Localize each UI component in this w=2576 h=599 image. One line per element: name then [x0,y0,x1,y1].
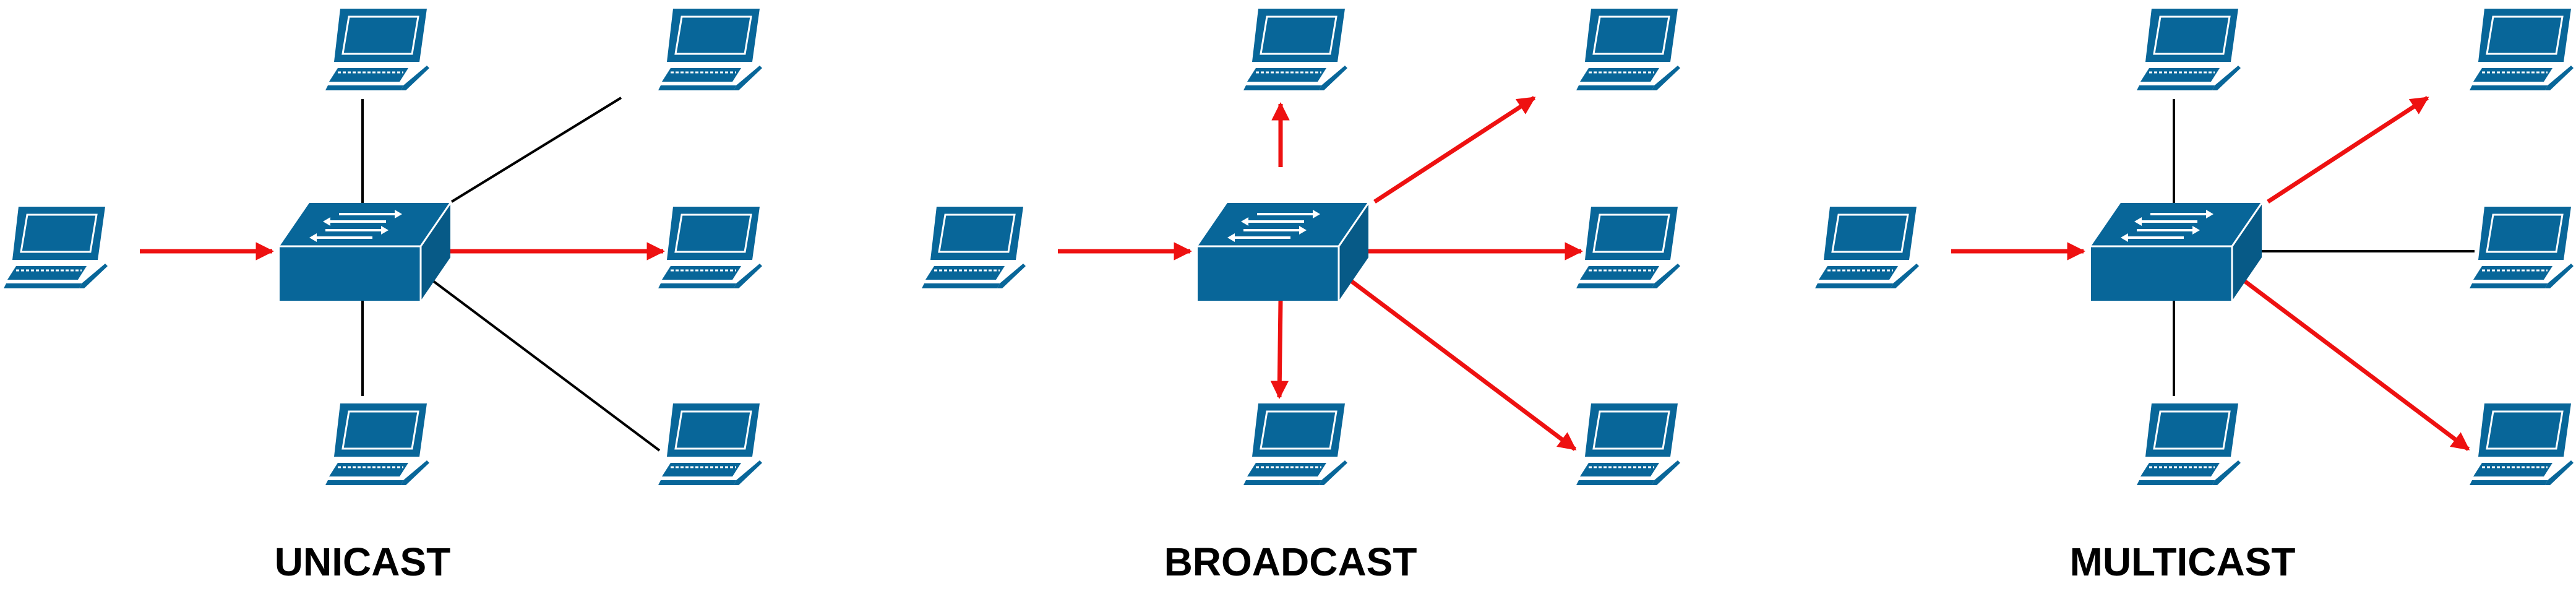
laptop-icon [2137,9,2241,90]
laptop-icon [325,9,429,90]
links [140,97,665,452]
laptop-icon [1576,9,1680,90]
laptop-icon [1576,403,1680,485]
link-top-right [450,97,622,203]
laptop-icon [2137,403,2241,485]
links [1058,96,1583,451]
unicast-caption: UNICAST [275,540,450,584]
unicast-panel [4,9,762,485]
switch-icon [1198,202,1370,301]
broadcast-caption: BROADCAST [1164,540,1417,584]
laptop-icon [2470,207,2574,288]
laptop-icon [2470,9,2574,90]
laptop-icon [922,207,1026,288]
multicast-panel [1815,9,2574,485]
link-bottom-right-active [1344,275,1577,451]
laptop-icon [1815,207,1919,288]
laptop-icon [325,403,429,485]
laptop-icon [4,207,108,288]
laptop-icon [658,207,762,288]
broadcast-panel [922,9,1680,485]
switch-icon [280,202,452,301]
link-bottom-right [427,276,661,452]
link-bottom-right-active [2238,275,2470,451]
laptop-icon [1243,9,1347,90]
multicast-caption: MULTICAST [2070,540,2296,584]
laptop-icon [1576,207,1680,288]
laptop-icon [658,403,762,485]
switch-icon [2091,202,2263,301]
link-bottom-active [1270,300,1289,399]
laptop-icon [1243,403,1347,485]
link-top-right-active [1373,96,1536,204]
laptop-icon [2470,403,2574,485]
laptop-icon [658,9,762,90]
links [1951,96,2475,451]
link-top-right-active [2267,96,2429,204]
